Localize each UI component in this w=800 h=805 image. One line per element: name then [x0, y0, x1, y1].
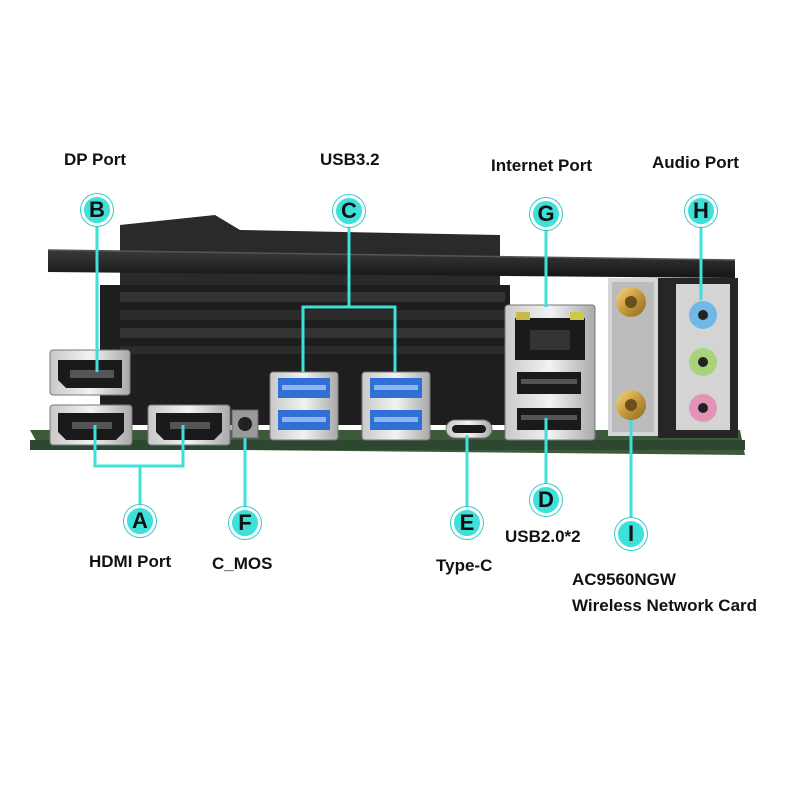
heatsink-top-plate	[48, 250, 735, 278]
label-dp-port: DP Port	[64, 150, 127, 169]
rj45-usb2-stack	[504, 304, 596, 441]
label-usb32: USB3.2	[320, 150, 380, 169]
usb32-stack-right	[361, 371, 431, 441]
typec-port	[445, 419, 493, 439]
marker-e: E	[451, 507, 483, 539]
label-cmos: C_MOS	[212, 554, 273, 573]
cmos-button	[231, 409, 259, 439]
audio-jacks	[689, 301, 717, 422]
marker-f: F	[229, 507, 261, 539]
heatsink-fins	[120, 292, 505, 354]
label-usb20: USB2.0*2	[505, 527, 581, 546]
hdmi-port-1	[49, 404, 133, 446]
dp-port	[49, 349, 131, 396]
label-wifi-model: AC9560NGW	[572, 570, 676, 589]
marker-c: C	[333, 195, 365, 227]
antenna-connectors	[616, 287, 646, 420]
usb32-stack-left	[269, 371, 339, 441]
callout-lines	[93, 224, 703, 520]
marker-a: A	[124, 505, 156, 537]
hdmi-port-2	[147, 404, 231, 446]
label-hdmi-port: HDMI Port	[89, 552, 172, 571]
label-typec: Type-C	[436, 556, 493, 575]
marker-g: G	[530, 198, 562, 230]
label-internet-port: Internet Port	[491, 156, 593, 175]
label-wifi-card: Wireless Network Card	[572, 596, 758, 615]
marker-h: H	[685, 195, 717, 227]
marker-b: B	[81, 194, 113, 226]
marker-i: I	[615, 518, 647, 550]
label-audio-port: Audio Port	[652, 153, 739, 172]
marker-d: D	[530, 484, 562, 516]
